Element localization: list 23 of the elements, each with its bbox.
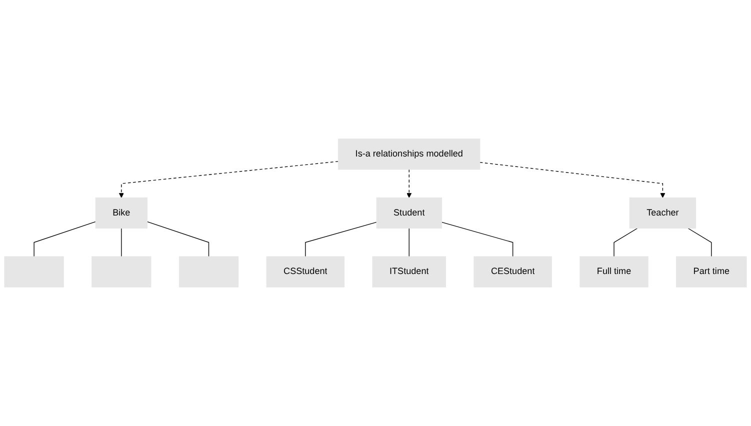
node-box: ITStudent: [372, 256, 446, 288]
arrow: [480, 162, 666, 198]
node-box: Full time: [580, 256, 648, 288]
node-box: Teacher: [629, 197, 696, 229]
node-box: Is-a relationships modelled: [338, 138, 480, 170]
connector: [441, 222, 514, 257]
node-box: Student: [376, 197, 442, 229]
node-box: [92, 256, 152, 288]
connector: [146, 221, 210, 257]
arrow: [118, 161, 339, 198]
connector: [614, 228, 638, 257]
connector: [408, 228, 410, 257]
connector: [34, 221, 96, 257]
node-box: CEStudent: [474, 256, 552, 288]
node-box: [4, 256, 64, 288]
node-box: Bike: [95, 197, 148, 229]
node-box: Part time: [676, 256, 747, 288]
connector: [305, 222, 377, 257]
arrow: [406, 169, 412, 198]
node-box: [178, 256, 239, 288]
node-box: CSStudent: [266, 256, 345, 288]
connector: [688, 228, 712, 257]
connector: [121, 228, 122, 257]
